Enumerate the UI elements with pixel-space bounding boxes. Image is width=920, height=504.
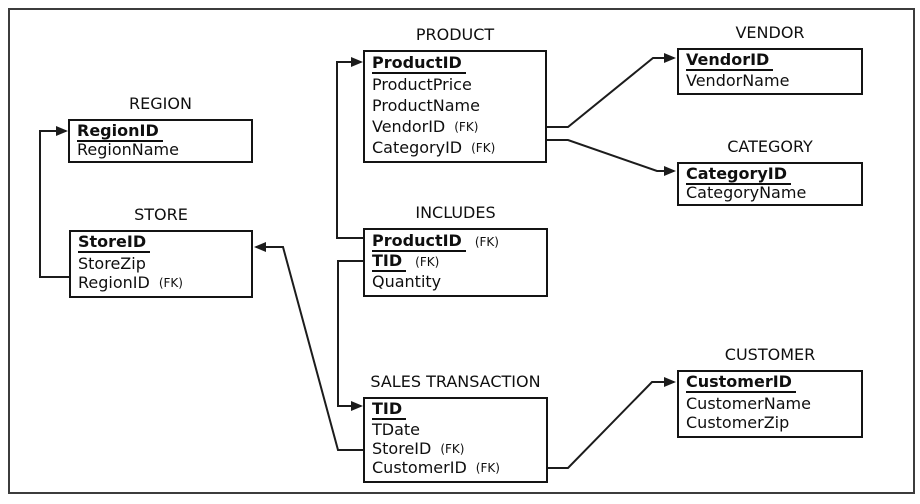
fk-label: (FK) xyxy=(440,442,465,457)
attribute-row-vendorname: VendorName xyxy=(679,71,859,90)
attribute-row-vendorid: VendorID xyxy=(679,52,859,71)
fk-label: (FK) xyxy=(158,276,183,291)
attribute-row-categoryname: CategoryName xyxy=(679,185,859,201)
connector-includes-tid-to-sales-transaction-tid xyxy=(337,260,363,411)
attribute-name: StoreID xyxy=(372,439,432,459)
attribute-name: CustomerID xyxy=(372,458,467,478)
attribute-name: ProductName xyxy=(372,95,480,115)
attribute-row-storeid: StoreID xyxy=(71,234,249,254)
attribute-row-tid: TID xyxy=(365,401,544,421)
attribute-row-storeid: StoreID (FK) xyxy=(365,440,544,459)
attribute-row-productname: ProductName xyxy=(365,96,543,117)
entity-title-product: PRODUCT xyxy=(415,25,495,44)
entity-title-customer: CUSTOMER xyxy=(724,345,816,364)
fk-label: (FK) xyxy=(454,119,479,134)
connector-includes-productid-to-product-productid xyxy=(336,57,363,239)
attribute-name: CustomerID xyxy=(686,374,796,394)
attribute-name: TID xyxy=(372,252,407,272)
connector-sales-transaction-storeid-to-store-storeid xyxy=(254,242,363,451)
fk-label: (FK) xyxy=(475,461,500,476)
entity-title-store: STORE xyxy=(134,205,188,224)
connector-product-vendorid-to-vendor-vendorid xyxy=(547,53,676,128)
attribute-name: RegionID xyxy=(77,123,163,142)
attribute-row-productprice: ProductPrice xyxy=(365,75,543,96)
attribute-name: CategoryName xyxy=(686,183,807,202)
attribute-row-storezip: StoreZip xyxy=(71,254,249,274)
attribute-name: VendorID xyxy=(372,116,446,136)
attribute-name: ProductID xyxy=(372,232,466,252)
attribute-row-quantity: Quantity xyxy=(365,272,544,292)
entity-title-includes: INCLUDES xyxy=(415,203,496,222)
attribute-row-customerid: CustomerID xyxy=(679,374,859,394)
attribute-name: RegionName xyxy=(77,140,179,159)
entity-title-vendor: VENDOR xyxy=(735,23,805,42)
attribute-name: CategoryID xyxy=(372,137,463,157)
attribute-name: CustomerZip xyxy=(686,413,790,433)
attribute-row-regionname: RegionName xyxy=(70,142,249,158)
fk-label: (FK) xyxy=(471,140,496,155)
fk-label: (FK) xyxy=(474,235,499,249)
attribute-name: StoreID xyxy=(78,234,151,254)
attribute-name: CategoryID xyxy=(686,166,792,185)
attribute-row-categoryid: CategoryID xyxy=(679,166,859,185)
attribute-row-regionid: RegionID xyxy=(70,123,249,142)
attribute-name: Quantity xyxy=(372,272,442,291)
attribute-row-vendorid: VendorID (FK) xyxy=(365,116,543,137)
attribute-name: TID xyxy=(372,401,407,421)
entity-title-region: REGION xyxy=(129,94,192,113)
entity-title-category: CATEGORY xyxy=(727,137,813,156)
attribute-name: ProductPrice xyxy=(372,75,472,95)
diagram-frame-border xyxy=(8,8,915,494)
connector-product-categoryid-to-category-categoryid xyxy=(547,139,676,176)
entity-title-sales_transaction: SALES TRANSACTION xyxy=(370,372,541,391)
attribute-name: ProductID xyxy=(372,54,466,74)
attribute-name: StoreZip xyxy=(78,253,146,273)
attribute-name: VendorID xyxy=(686,52,774,71)
entity-box-includes: ProductID (FK) TID (FK) Quantity xyxy=(363,228,548,297)
attribute-row-productid: ProductID xyxy=(365,54,543,75)
attribute-name: VendorName xyxy=(686,70,790,90)
attribute-name: RegionID xyxy=(78,273,150,293)
attribute-row-categoryid: CategoryID (FK) xyxy=(365,137,543,158)
attribute-row-productid: ProductID (FK) xyxy=(365,232,544,252)
attribute-row-tdate: TDate xyxy=(365,420,544,439)
attribute-row-customerzip: CustomerZip xyxy=(679,413,859,433)
attribute-row-tid: TID (FK) xyxy=(365,252,544,272)
attribute-name: TDate xyxy=(372,419,421,439)
fk-label: (FK) xyxy=(415,255,440,269)
attribute-name: CustomerName xyxy=(686,393,811,413)
connector-sales-transaction-customerid-to-customer-customerid xyxy=(548,377,676,469)
attribute-row-customerid: CustomerID (FK) xyxy=(365,459,544,478)
attribute-row-regionid: RegionID (FK) xyxy=(71,273,249,293)
connector-store-regionid-to-region-regionid xyxy=(39,126,69,278)
attribute-row-customername: CustomerName xyxy=(679,394,859,414)
